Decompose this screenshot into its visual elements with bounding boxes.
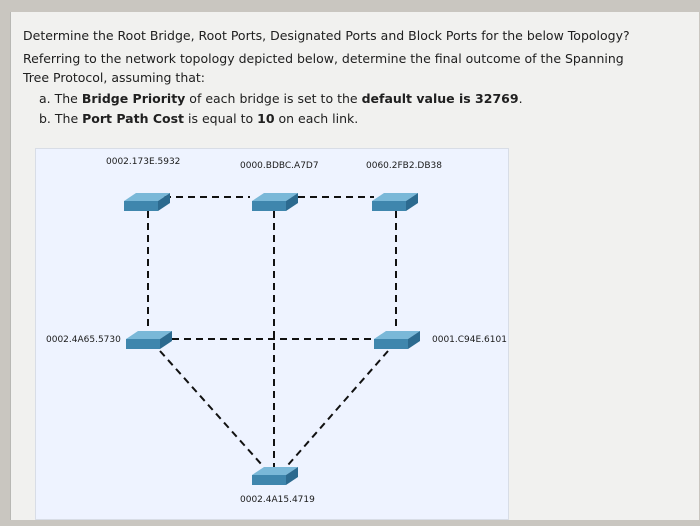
switch-label-top-left: 0002.173E.5932 [106,157,181,167]
switch-icon [374,331,420,349]
topology-links [124,193,420,485]
assumption-b: b. The Port Path Cost is equal to 10 on … [39,111,359,126]
link-midright-bottom [287,350,389,466]
switch-label-bottom: 0002.4A15.4719 [240,495,315,505]
page: Determine the Root Bridge, Root Ports, D… [10,12,699,520]
switch-label-mid-right: 0001.C94E.6101 [432,335,507,345]
switch-icon [126,331,172,349]
assumption-a: a. The Bridge Priority of each bridge is… [39,91,523,106]
question-title: Determine the Root Bridge, Root Ports, D… [23,28,630,43]
question-intro-line-1: Referring to the network topology depict… [23,51,624,66]
switch-icon [252,467,298,485]
link-midleft-bottom [159,350,263,466]
assumption-list: a. The Bridge Priority of each bridge is… [39,89,683,129]
switch-icon [124,193,170,211]
switch-label-top-right: 0060.2FB2.DB38 [366,161,442,171]
topology-diagram: 0002.173E.5932 0000.BDBC.A7D7 0060.2FB2.… [35,148,509,520]
switch-icon [372,193,418,211]
switch-label-mid-left: 0002.4A65.5730 [46,335,121,345]
switch-label-top-middle: 0000.BDBC.A7D7 [240,161,319,171]
question-text: Determine the Root Bridge, Root Ports, D… [23,26,683,129]
switch-icon [252,193,298,211]
question-intro-line-2: Tree Protocol, assuming that: [23,70,206,85]
